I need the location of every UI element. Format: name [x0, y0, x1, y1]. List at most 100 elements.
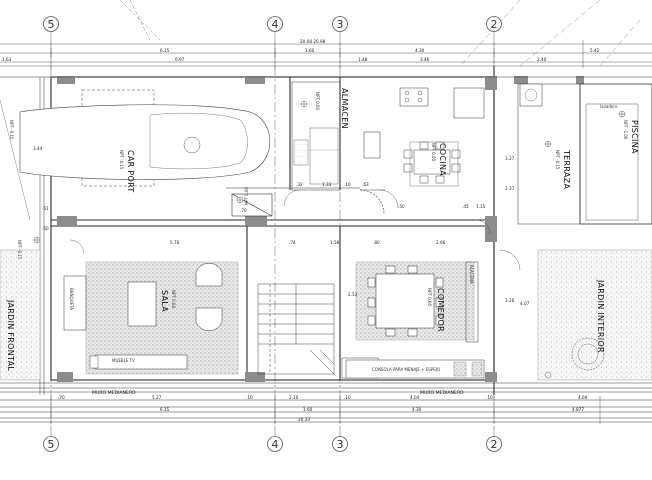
- dim-side-4: 2.37: [505, 186, 515, 191]
- dim-mid-2: .74: [289, 240, 296, 245]
- bottom-dimension-lines: [50, 396, 601, 424]
- room-label-car-port: CAR PORT: [126, 150, 135, 193]
- label-banqueta: BANQUETA: [69, 288, 74, 310]
- axis-marker-5-top: 5: [43, 16, 59, 32]
- level-sala: NPT 0.00: [171, 290, 176, 308]
- dim-mid-14: 3.27: [505, 156, 515, 161]
- axis-markers-top: 5 4 3 2: [43, 16, 502, 32]
- level-hall: NPT 0.00: [244, 187, 249, 205]
- dim-top-8: 2.40: [537, 57, 547, 62]
- jardin-interior-area: JARDIN INTERIOR: [537, 249, 652, 381]
- dim-mid-13: .63: [362, 182, 369, 187]
- room-label-piscina: PISCINA: [630, 120, 639, 154]
- level-left-a: NPT -0.15: [17, 240, 22, 260]
- level-terraza: NPT -0.15: [555, 150, 560, 170]
- dim-side-2: 3.44: [33, 146, 43, 151]
- jardin-frontal-area: JARDIN FRONTAL NPT -0.15 NPT -0.15: [0, 120, 41, 381]
- room-label-cocina: COCINA: [438, 143, 447, 176]
- terraza-area: TERRAZA NPT -0.15 PISCINA NPT -1.00 lava…: [517, 83, 652, 225]
- dim-top-6: 1.48: [358, 57, 368, 62]
- dim-mid-8: .10: [344, 182, 351, 187]
- site-boundary-lines: [459, 0, 641, 67]
- dim-mid-5: 2.66: [436, 240, 446, 245]
- level-comedor: NPT 0.00: [427, 288, 432, 306]
- dim-top-4: 5.42: [590, 48, 600, 53]
- dim-bottom-6: 4.04: [410, 395, 420, 400]
- label-alacena: ALACENA: [469, 265, 474, 284]
- axis-marker-4-top: 4: [267, 16, 283, 32]
- room-label-jardin-interior: JARDIN INTERIOR: [596, 279, 605, 353]
- side-dimension-texts: .61 3.44 .60 2.37 3.26 4.07 2.53: [33, 146, 530, 306]
- level-cocina: NPT 0.00: [431, 143, 436, 161]
- dim-bottom-5: .10: [344, 395, 351, 400]
- dim-bottom-10: 1.60: [303, 407, 313, 412]
- label-muro-medianero-right: MURO MEDIANERO: [420, 390, 464, 396]
- axis-marker-2-bottom: 2: [486, 436, 502, 452]
- dim-bottom-11: 4.30: [412, 407, 422, 412]
- axis-marker-4-bottom: 4: [267, 436, 283, 452]
- level-car-port: NPT -0.15: [119, 150, 124, 170]
- dim-bottom-overall: 20.33: [298, 417, 310, 422]
- svg-text:3: 3: [337, 18, 344, 31]
- room-label-almacen: ALMACEN: [340, 88, 349, 129]
- dim-mid-1: 5.78: [170, 240, 180, 245]
- dim-top-3: 4.30: [415, 48, 425, 53]
- dim-top-left: 1.63: [2, 57, 12, 62]
- axis-marker-2-top: 2: [486, 16, 502, 32]
- dim-bottom-4: 2.10: [289, 395, 299, 400]
- room-label-jardin-frontal: JARDIN FRONTAL: [6, 299, 15, 371]
- dim-top-2: 1.60: [305, 48, 315, 53]
- dim-bottom-12: 4.877: [572, 407, 584, 412]
- label-muro-medianero-left: MURO MEDIANERO: [92, 390, 136, 396]
- comedor-room: COMEDOR NPT 0.00 CONSOLA PARA MENAJE + E…: [345, 261, 485, 379]
- cocina-room: COCINA NPT 0.00: [363, 87, 485, 187]
- axis-marker-5-bottom: 5: [43, 436, 59, 452]
- dim-overall-top: 20.08 20.98: [300, 39, 326, 44]
- hall-partitions: [226, 187, 385, 217]
- dim-side-6: 4.07: [520, 301, 530, 306]
- room-label-comedor: COMEDOR: [436, 288, 445, 332]
- label-consola: CONSOLA PARA MENAJE + ESPEJO: [372, 367, 440, 372]
- cocina-table-chairs: [403, 141, 461, 184]
- dim-mid-4: .80: [373, 240, 380, 245]
- dim-mid-11: .45: [462, 204, 469, 209]
- dim-mid-6: .70: [240, 208, 247, 213]
- top-dimensions: [0, 40, 652, 68]
- dim-top-7: 3.46: [420, 57, 430, 62]
- dim-mid-12: 1.15: [476, 204, 486, 209]
- dim-bottom-2: 5.27: [152, 395, 162, 400]
- sala-room: SALA NPT 0.00 MUEBLE TV BANQUETA: [63, 261, 239, 375]
- dim-bottom-1: .70: [58, 395, 65, 400]
- dim-mid-10: .50: [398, 204, 405, 209]
- room-label-sala: SALA: [160, 290, 169, 312]
- dim-mid-7: .32: [296, 182, 303, 187]
- room-label-terraza: TERRAZA: [562, 149, 571, 189]
- svg-text:4: 4: [272, 18, 279, 31]
- dim-bottom-8: 4.69: [578, 395, 588, 400]
- dim-mid-9: 1.33: [322, 182, 332, 187]
- axis-markers-bottom: 5 4 3 2: [43, 436, 502, 452]
- svg-text:2: 2: [491, 438, 498, 451]
- dim-bottom-9: 6.15: [160, 407, 170, 412]
- door-swings: [69, 189, 521, 271]
- dim-top-5: 6.97: [175, 57, 185, 62]
- dim-side-7: 2.53: [348, 292, 358, 297]
- svg-text:4: 4: [272, 438, 279, 451]
- svg-text:5: 5: [48, 18, 55, 31]
- label-lavadero: lavadero: [600, 104, 618, 109]
- dim-top-1: 6.15: [160, 48, 170, 53]
- mid-dimension-texts: 5.78 .74 1.58 .80 2.66 .70 .32 .10 1.33 …: [170, 156, 515, 245]
- level-markers: [33, 100, 626, 244]
- label-mueble-tv: MUEBLE TV: [112, 358, 135, 363]
- dim-side-3: .60: [42, 226, 49, 231]
- level-left-b: NPT -0.15: [9, 120, 14, 140]
- columns: [57, 76, 584, 382]
- dim-bottom-3: .10: [246, 395, 253, 400]
- dim-mid-3: 1.58: [330, 240, 340, 245]
- almacen-room: ALMACEN NPT 0.00: [291, 81, 349, 191]
- svg-text:3: 3: [337, 438, 344, 451]
- dim-side-1: .61: [42, 206, 49, 211]
- axis-marker-3-top: 3: [332, 16, 348, 32]
- svg-text:5: 5: [48, 438, 55, 451]
